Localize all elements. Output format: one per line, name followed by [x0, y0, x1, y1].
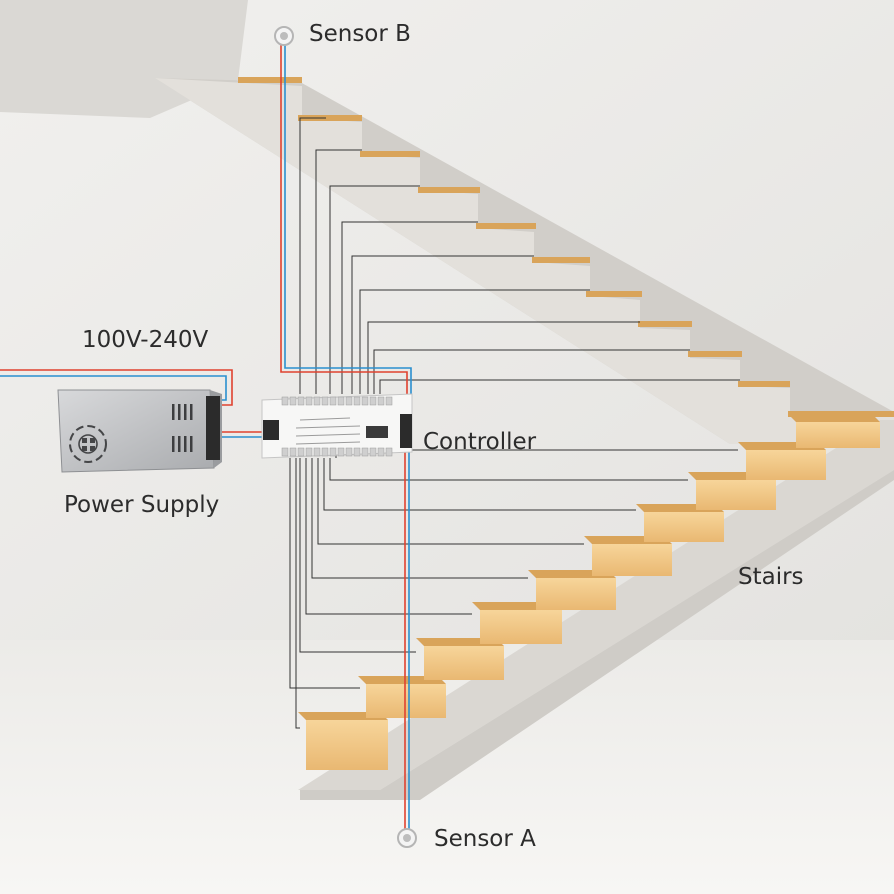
sensor-b-label: Sensor B [309, 21, 411, 47]
terminal-bottom [313, 447, 321, 457]
led-glow-face [746, 450, 826, 480]
led-glow-face [306, 720, 388, 770]
terminal-bottom [369, 447, 377, 457]
upper-stair-wire [329, 185, 420, 394]
psu-to-controller-wire [220, 431, 265, 438]
terminal-top [281, 396, 289, 406]
sensor-b-wire [280, 42, 412, 400]
step-tread [788, 414, 880, 422]
terminal-top [377, 396, 385, 406]
terminal-bottom [345, 447, 353, 457]
lower-stair-wire [323, 458, 636, 511]
upper-stair-wire [373, 349, 690, 394]
led-glow-face [366, 684, 446, 718]
controller-display [366, 426, 388, 438]
terminal-top [297, 396, 305, 406]
led-glow-face [696, 480, 776, 510]
upper-stair-wire [299, 117, 326, 394]
lower-staircase [298, 414, 894, 800]
terminal-bottom [297, 447, 305, 457]
terminal-bottom [385, 447, 393, 457]
terminal-bottom [337, 447, 345, 457]
lower-step [636, 504, 724, 542]
led-glow-face [480, 610, 562, 644]
terminal-top [313, 396, 321, 406]
led-glow-face [592, 544, 672, 576]
psu-terminal-block [206, 396, 220, 460]
led-glow-face [424, 646, 504, 680]
upper-tread [418, 187, 480, 193]
upper-tread [360, 151, 420, 157]
terminal-top [385, 396, 393, 406]
voltage-label: 100V-240V [82, 327, 209, 353]
upper-tread [298, 115, 362, 121]
lower-stair-wire [311, 458, 528, 579]
sensor-a-wire [404, 452, 410, 830]
sensor-a-label: Sensor A [434, 826, 536, 852]
controller-connector [400, 414, 412, 448]
upper-stair-body [155, 78, 894, 444]
sensor-b-icon [274, 26, 294, 46]
stairs-label: Stairs [738, 564, 804, 590]
led-glow-face [644, 512, 724, 542]
terminal-bottom [281, 447, 289, 457]
upper-tread [638, 321, 692, 327]
upper-stair-wire [359, 289, 590, 394]
upper-tread [586, 291, 642, 297]
fan-icon [69, 425, 107, 463]
upper-tread [738, 381, 790, 387]
upper-tread [532, 257, 590, 263]
terminal-top [289, 396, 297, 406]
lower-step [788, 414, 880, 448]
terminal-bottom [305, 447, 313, 457]
terminal-top [361, 396, 369, 406]
controller-board [261, 393, 413, 459]
terminal-bottom [329, 447, 337, 457]
terminal-bottom [377, 447, 385, 457]
terminal-top [305, 396, 313, 406]
lower-step [416, 638, 504, 680]
step-tread [298, 712, 388, 720]
lower-stair-wire [317, 458, 584, 545]
power-supply-unit [57, 389, 222, 473]
lower-step [298, 712, 388, 770]
lower-stair-wire [329, 458, 688, 481]
terminal-top [353, 396, 361, 406]
lower-stair-wire [295, 458, 300, 729]
lower-stair-wire [299, 458, 416, 653]
terminal-bottom [289, 447, 297, 457]
lower-stair-wire [305, 458, 472, 615]
sensor-a-icon [397, 828, 417, 848]
terminal-bottom [353, 447, 361, 457]
upper-stair-wire [379, 379, 740, 394]
upper-stair-wire [351, 255, 534, 394]
controller-text-lines [295, 417, 361, 445]
led-glow-face [536, 578, 616, 610]
lower-steps [298, 414, 880, 770]
upper-stair-wire [367, 321, 640, 394]
lower-step [358, 676, 446, 718]
controller-label: Controller [423, 429, 537, 455]
power-supply-label: Power Supply [64, 492, 220, 518]
upper-stair-wire [315, 149, 362, 394]
terminal-top [345, 396, 353, 406]
terminal-top [337, 396, 345, 406]
mains-wire [0, 369, 233, 406]
terminal-top [369, 396, 377, 406]
terminal-top [321, 396, 329, 406]
terminal-bottom [321, 447, 329, 457]
terminal-top [329, 396, 337, 406]
terminal-bottom [361, 447, 369, 457]
lower-stair-wire [289, 458, 360, 689]
led-glow-face [796, 422, 880, 448]
psu-vents [172, 404, 193, 452]
upper-tread [476, 223, 536, 229]
controller-terminals [281, 396, 393, 457]
upper-tread [688, 351, 742, 357]
upper-stair-wire [341, 221, 478, 394]
upper-tread [238, 77, 302, 83]
